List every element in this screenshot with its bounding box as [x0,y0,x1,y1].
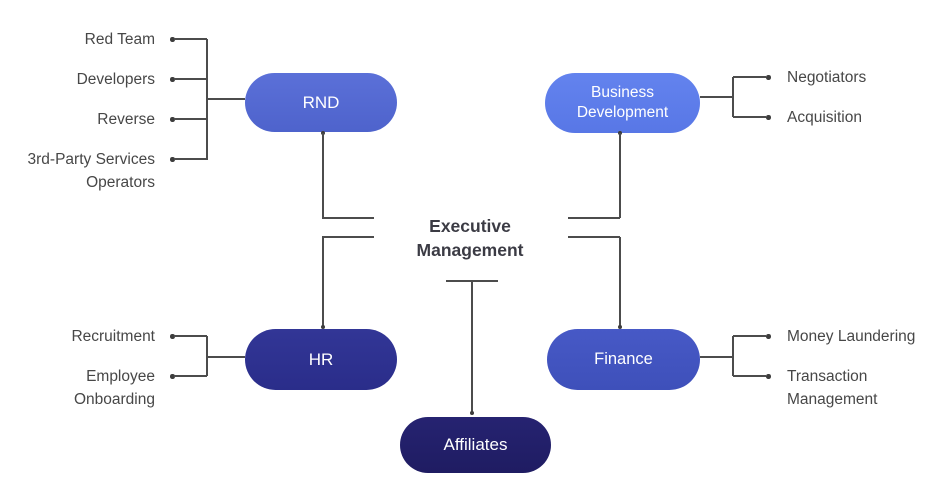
node-rnd-label: RND [302,92,340,112]
node-finance-label: Finance [594,350,653,368]
connector-line [322,236,374,238]
connector-dot [766,334,771,339]
connector-line [174,38,207,40]
connector-line [206,336,208,376]
node-hr: HR [245,329,397,390]
connector-dot [766,75,771,80]
connector-dot [170,37,175,42]
node-finance: Finance [547,329,700,390]
connector-dot [766,115,771,120]
item-3rd-party-services-operators: 3rd-Party Services Operators [27,151,155,191]
executive-management-title: Executive Management [416,216,524,260]
connector-line [322,217,374,219]
connector-line [619,133,621,218]
connector-dot [170,77,175,82]
connector-line [174,78,207,80]
connector-line [733,335,766,337]
item-employee-onboarding: Employee Onboarding [73,368,155,408]
connector-line [174,375,207,377]
connector-line [732,77,734,117]
connector-line [174,335,207,337]
node-hr-label: HR [308,349,334,369]
connector-line [471,281,473,412]
connector-dot [766,374,771,379]
connector-dot [170,157,175,162]
node-business-development-label: Business Development [576,84,669,121]
item-recruitment: Recruitment [71,328,155,345]
item-acquisition: Acquisition [787,109,862,126]
connector-dot [170,117,175,122]
connector-dot [170,334,175,339]
connector-line [322,237,324,326]
item-red-team: Red Team [84,31,155,48]
connector-line [568,236,620,238]
connector-line [733,76,766,78]
connector-line [733,375,766,377]
connector-line [733,116,766,118]
item-developers: Developers [76,71,155,88]
node-affiliates: Affiliates [400,417,551,473]
node-rnd: RND [245,73,397,132]
connector-line [174,158,207,160]
connector-line [322,133,324,218]
item-money-laundering: Money Laundering [787,328,916,345]
connector-dot [320,324,326,329]
connector-line [207,98,245,100]
node-business-development: Business Development [545,73,700,133]
connector-line [732,336,734,376]
item-reverse: Reverse [97,111,155,128]
node-affiliates-label: Affiliates [443,435,508,454]
connector-line [700,96,733,98]
item-transaction-management: Transaction Management [787,368,878,408]
item-negotiators: Negotiators [787,69,867,86]
connector-dot [617,324,623,329]
connector-line [568,217,620,219]
connector-dot [469,410,475,415]
connector-line [619,237,621,326]
connector-line [174,118,207,120]
connector-line [207,356,245,358]
connector-line [700,356,733,358]
connector-dot [170,374,175,379]
